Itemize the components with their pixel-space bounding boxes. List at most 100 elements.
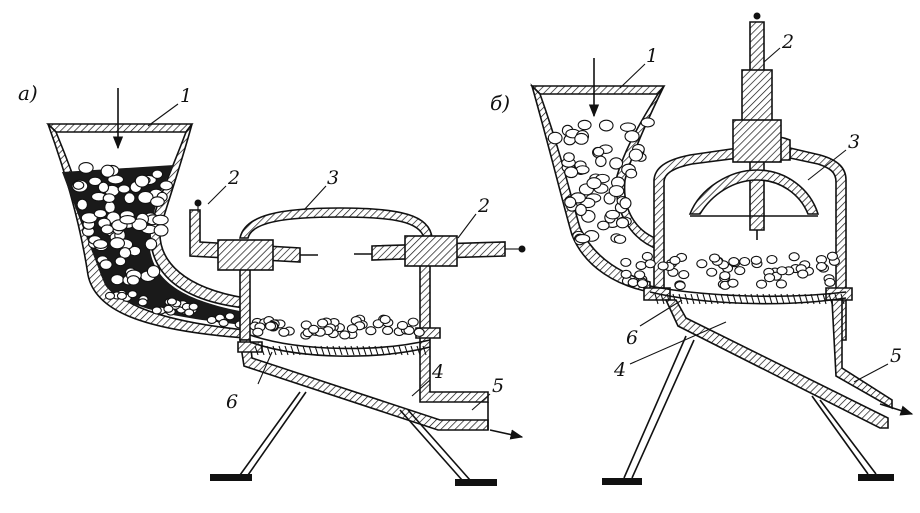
label-a-1: 1 bbox=[180, 85, 192, 107]
granule bbox=[564, 166, 579, 179]
grate-tick bbox=[810, 293, 815, 305]
label-a-3: 3 bbox=[327, 167, 339, 189]
grate-tick bbox=[392, 345, 397, 356]
labels-b: 1 2 3 6 4 5 bbox=[613, 31, 902, 383]
grate-tick bbox=[738, 293, 743, 305]
granule bbox=[119, 214, 136, 225]
granule bbox=[99, 259, 113, 271]
grate-tick bbox=[678, 293, 683, 305]
granule bbox=[775, 279, 787, 289]
granules-a bbox=[62, 161, 245, 329]
grate-tick bbox=[278, 345, 283, 356]
hopper-a bbox=[46, 123, 246, 339]
grate-tick bbox=[350, 345, 355, 356]
granule bbox=[218, 318, 229, 328]
grate-tick bbox=[714, 293, 719, 305]
granule bbox=[100, 164, 115, 178]
label-b-1: 1 bbox=[646, 45, 658, 67]
grate-tick bbox=[272, 345, 277, 356]
granule bbox=[766, 254, 778, 265]
granule bbox=[184, 308, 195, 317]
body-a bbox=[237, 244, 524, 440]
grate-tick bbox=[416, 345, 421, 356]
granule bbox=[224, 312, 235, 321]
label-a-2-left: 2 bbox=[227, 167, 240, 189]
granule bbox=[152, 214, 169, 226]
granule bbox=[114, 256, 127, 267]
granule bbox=[595, 155, 607, 168]
grate-tick bbox=[380, 345, 385, 356]
granule bbox=[163, 304, 174, 313]
label-b-5: 5 bbox=[890, 345, 902, 367]
grate-tick bbox=[284, 345, 289, 356]
granule bbox=[605, 209, 620, 220]
granule bbox=[674, 281, 686, 291]
granule bbox=[93, 239, 109, 249]
granule bbox=[826, 251, 838, 261]
granule bbox=[613, 234, 627, 244]
granule bbox=[382, 325, 394, 336]
grate-tick bbox=[290, 345, 295, 356]
granule bbox=[123, 192, 136, 205]
grate-tick bbox=[266, 345, 271, 356]
granule bbox=[634, 270, 646, 280]
granule bbox=[628, 148, 644, 162]
granule bbox=[131, 218, 148, 232]
granule bbox=[797, 269, 809, 279]
granule bbox=[709, 253, 721, 263]
granule bbox=[72, 180, 85, 190]
grate-tick bbox=[296, 345, 301, 356]
granule bbox=[824, 277, 836, 287]
label-a-5: 5 bbox=[492, 375, 504, 397]
granule bbox=[116, 291, 127, 300]
grate-b bbox=[620, 251, 847, 305]
granule bbox=[78, 161, 94, 174]
granule bbox=[365, 326, 377, 336]
grate-tick bbox=[344, 345, 349, 356]
label-b-2: 2 bbox=[781, 31, 794, 53]
granule bbox=[110, 274, 125, 286]
grate-a bbox=[249, 314, 431, 357]
electrode-left-a bbox=[189, 199, 318, 271]
granule bbox=[635, 260, 647, 271]
granule bbox=[763, 273, 776, 283]
granule bbox=[413, 327, 425, 337]
granule bbox=[252, 327, 264, 337]
grate-tick bbox=[338, 345, 343, 356]
outlet-arrow-a bbox=[489, 429, 524, 440]
granule bbox=[146, 264, 161, 278]
granule bbox=[574, 132, 589, 145]
grate-tick bbox=[756, 293, 761, 305]
granule bbox=[728, 257, 740, 267]
granule bbox=[278, 327, 290, 337]
granule bbox=[678, 270, 690, 280]
granule bbox=[636, 279, 649, 289]
granule bbox=[407, 317, 419, 327]
label-a-4: 4 bbox=[431, 361, 444, 383]
labels-a: 1 2 3 2 4 5 6 bbox=[147, 85, 504, 413]
granule bbox=[102, 193, 116, 204]
granule bbox=[379, 314, 391, 325]
granule bbox=[80, 212, 98, 224]
granule bbox=[300, 320, 312, 330]
grate-tick bbox=[708, 293, 713, 305]
granule bbox=[586, 177, 602, 190]
granule bbox=[788, 252, 800, 262]
granule bbox=[317, 318, 329, 328]
electrode-right-a bbox=[354, 235, 526, 267]
grate-tick bbox=[690, 293, 695, 305]
granule bbox=[265, 321, 277, 331]
label-b-3: 3 bbox=[848, 131, 860, 153]
deflector-b bbox=[688, 169, 820, 217]
granule bbox=[134, 174, 150, 188]
granule bbox=[151, 306, 162, 315]
granule bbox=[620, 269, 632, 279]
granule bbox=[575, 234, 591, 244]
grate-tick bbox=[774, 293, 779, 305]
panel-a: а) bbox=[18, 81, 526, 486]
grate-tick bbox=[314, 345, 319, 356]
outlet-arrow-b bbox=[879, 403, 914, 416]
grate-tick bbox=[368, 345, 373, 356]
panel-b: б) bbox=[490, 12, 914, 485]
granule bbox=[76, 198, 88, 211]
